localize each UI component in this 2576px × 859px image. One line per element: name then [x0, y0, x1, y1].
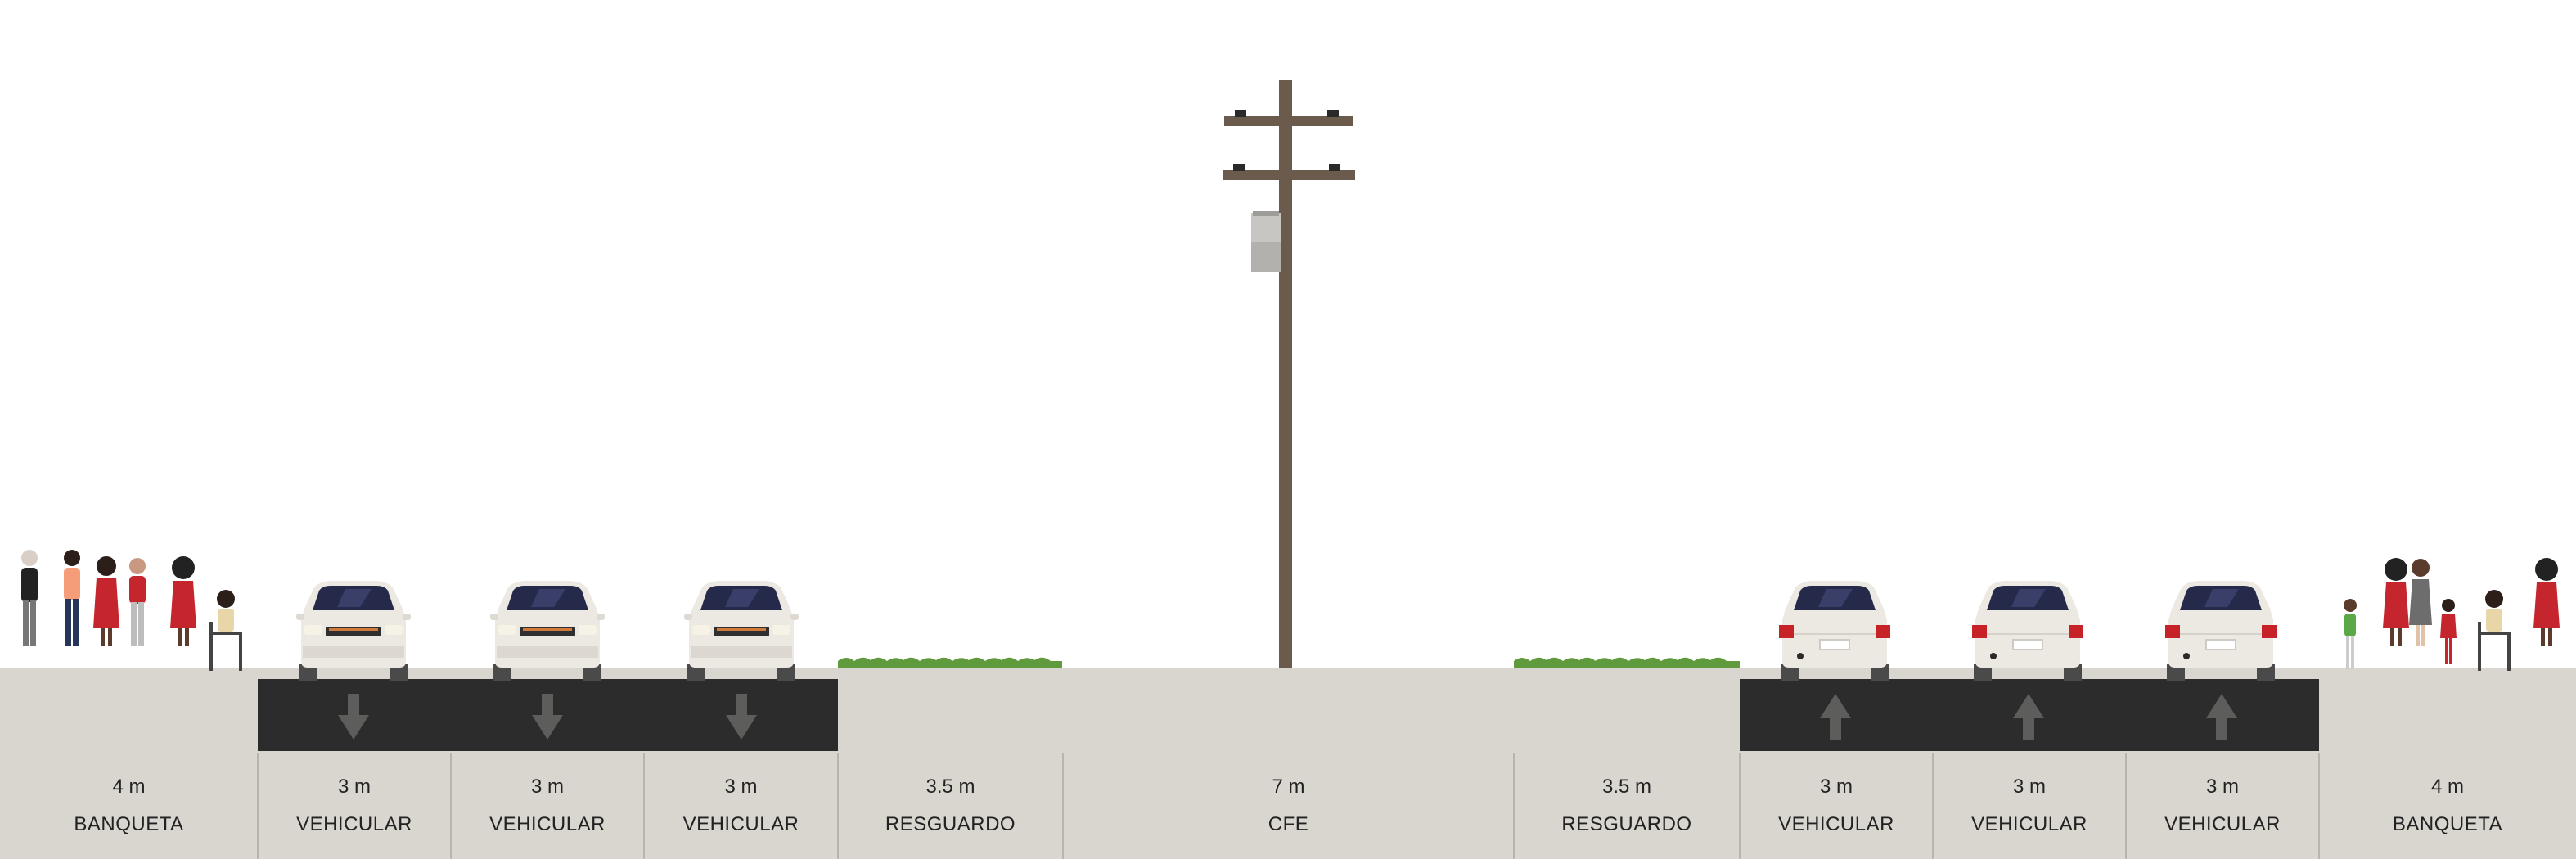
car-front-icon: [684, 581, 799, 681]
segment-width: 3 m: [1819, 776, 1853, 798]
segment-name: VEHICULAR: [296, 813, 412, 835]
segment-width: 4 m: [2430, 776, 2464, 798]
utility-pole-icon: [1223, 80, 1355, 668]
segment-width: 3 m: [724, 776, 758, 798]
grass-icon: [838, 657, 1062, 668]
segment-divider: [837, 753, 839, 859]
segment-divider: [2318, 753, 2320, 859]
pedestrian-icon: [2440, 599, 2457, 664]
pedestrian-icon: [2344, 599, 2357, 669]
pedestrian-icon: [2478, 590, 2511, 671]
segment-width: 3 m: [530, 776, 564, 798]
segment-vehicular: 3 m VEHICULAR: [258, 753, 451, 859]
segment-width: 3.5 m: [1601, 776, 1652, 798]
segment-divider: [2125, 753, 2127, 859]
segment-banqueta: 4 m BANQUETA: [0, 753, 258, 859]
pedestrian-icon: [2383, 558, 2409, 646]
pedestrian-icon: [93, 556, 119, 646]
segment-vehicular: 3 m VEHICULAR: [1933, 753, 2126, 859]
segment-width: 7 m: [1272, 776, 1305, 798]
pedestrian-icon: [209, 590, 242, 671]
down-arrow-icon: [532, 694, 563, 740]
car-rear-icon: [1779, 581, 1890, 681]
pedestrian-icon: [64, 550, 80, 646]
pedestrian-icon: [129, 558, 146, 646]
segment-name: BANQUETA: [2392, 813, 2503, 835]
segment-resguardo: 3.5 m RESGUARDO: [838, 753, 1063, 859]
grass-icon: [1514, 657, 1740, 668]
car-rear-icon: [1971, 580, 2084, 681]
segment-divider: [1513, 753, 1515, 859]
segment-name: VEHICULAR: [1778, 813, 1894, 835]
segment-vehicular: 3 m VEHICULAR: [644, 753, 838, 859]
segment-name: BANQUETA: [74, 813, 184, 835]
up-arrow-icon: [2013, 694, 2044, 740]
down-arrow-icon: [726, 694, 757, 740]
segment-name: VEHICULAR: [2164, 813, 2281, 835]
segment-divider: [1932, 753, 1934, 859]
segment-width: 3 m: [2205, 776, 2239, 798]
segment-divider: [450, 753, 452, 859]
segment-resguardo: 3.5 m RESGUARDO: [1514, 753, 1740, 859]
segment-vehicular: 3 m VEHICULAR: [451, 753, 644, 859]
segment-name: VEHICULAR: [489, 813, 606, 835]
segment-banqueta: 4 m BANQUETA: [2319, 753, 2576, 859]
segment-name: RESGUARDO: [885, 813, 1016, 835]
segment-width: 4 m: [112, 776, 146, 798]
segment-width: 3 m: [337, 776, 371, 798]
segment-cfe: 7 m CFE: [1063, 753, 1514, 859]
up-arrow-icon: [2206, 694, 2237, 740]
segment-vehicular: 3 m VEHICULAR: [1740, 753, 1933, 859]
segment-divider: [257, 753, 259, 859]
car-front-icon: [490, 581, 605, 681]
pedestrian-icon: [2409, 559, 2432, 646]
car-front-icon: [296, 581, 411, 681]
segment-divider: [1062, 753, 1064, 859]
segment-name: VEHICULAR: [1971, 813, 2087, 835]
segment-divider: [1739, 753, 1741, 859]
pedestrian-icon: [21, 550, 38, 646]
segment-vehicular: 3 m VEHICULAR: [2126, 753, 2319, 859]
segment-divider: [643, 753, 645, 859]
segment-name: CFE: [1268, 813, 1309, 835]
down-arrow-icon: [338, 694, 369, 740]
pedestrian-icon: [2533, 558, 2560, 646]
segment-name: RESGUARDO: [1561, 813, 1692, 835]
pedestrian-icon: [170, 556, 196, 646]
up-arrow-icon: [1820, 694, 1851, 740]
segment-width: 3.5 m: [925, 776, 975, 798]
car-rear-icon: [2164, 580, 2277, 681]
segment-width: 3 m: [2012, 776, 2046, 798]
segment-name: VEHICULAR: [682, 813, 799, 835]
